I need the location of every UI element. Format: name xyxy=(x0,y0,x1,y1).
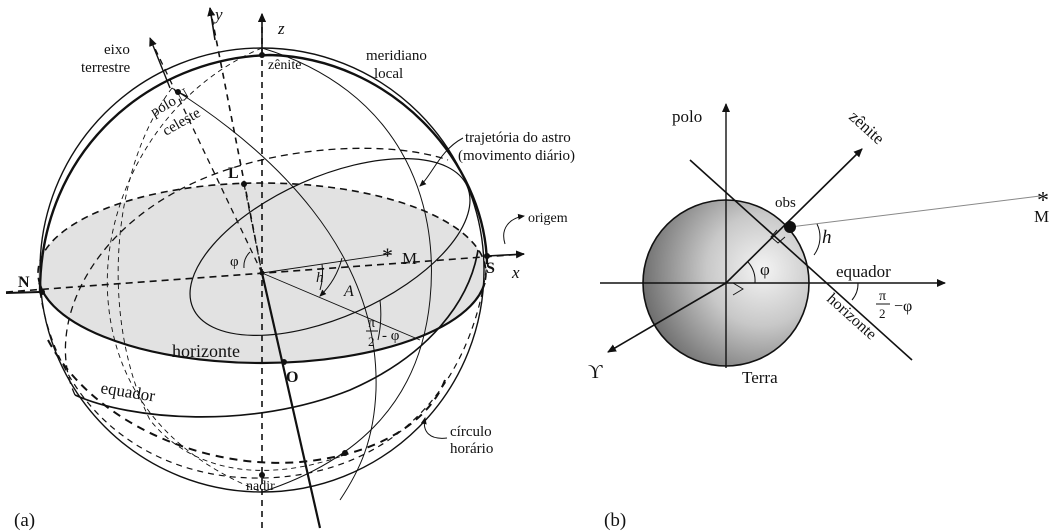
equator-front xyxy=(74,249,479,418)
equador-label-b: equador xyxy=(836,262,891,281)
polo-label: polo xyxy=(672,107,702,126)
h-label-a: h xyxy=(316,270,324,286)
line-to-O-dir xyxy=(261,272,421,341)
A-label: A xyxy=(343,283,354,300)
h-arc-b xyxy=(813,223,821,256)
point-L-label: L xyxy=(228,165,239,182)
y-axis-top xyxy=(207,7,216,41)
panel-a-label: (a) xyxy=(14,510,35,531)
meridian-lower-dashed xyxy=(39,263,488,479)
y-axis-lower xyxy=(260,272,322,529)
point-O-dot xyxy=(281,359,287,365)
x-axis-right xyxy=(486,250,525,259)
minus-phi-label-b: −φ xyxy=(894,298,912,315)
pi-arc-b xyxy=(851,282,859,301)
A-arc xyxy=(319,257,343,297)
circulo-callout xyxy=(420,417,448,439)
meridiano-label-2: local xyxy=(374,66,403,82)
hour-circle-dot xyxy=(342,450,348,456)
pi-label-b: π xyxy=(879,289,886,304)
phi-label-a: φ xyxy=(230,254,239,270)
line-to-M xyxy=(261,253,391,274)
pole-point xyxy=(175,89,181,95)
minus-phi-label-a: - φ xyxy=(382,328,400,344)
meridiano-label-1: meridiano xyxy=(366,48,427,64)
observer-point xyxy=(784,221,796,233)
phi-arc-b xyxy=(747,261,756,284)
two-label-b: 2 xyxy=(879,306,886,321)
circulo-label-1: círculo xyxy=(450,424,492,440)
earth-axis-top xyxy=(149,37,171,89)
axis-x-label: x xyxy=(511,263,520,282)
aries-axis xyxy=(607,282,727,353)
phi-label-b: φ xyxy=(760,260,770,279)
star-symbol-b: * xyxy=(1037,188,1049,214)
lower-arc-dashed xyxy=(47,339,446,464)
x-axis xyxy=(5,253,525,293)
panel-a: * y z x eixo terrestre zênite meridiano … xyxy=(5,5,575,531)
origem-callout xyxy=(503,213,525,245)
vertical-circle-2 xyxy=(106,47,263,493)
two-label-a: 2 xyxy=(368,334,375,349)
zenite-label-b: zênite xyxy=(845,107,888,148)
obs-label: obs xyxy=(775,195,796,211)
zenite-label: zênite xyxy=(268,58,301,73)
center-mark xyxy=(732,282,744,296)
point-O-label: O xyxy=(286,369,298,386)
panel-b: polo zênite obs * M h φ equador π 2 −φ h… xyxy=(588,103,1049,531)
horizonte-label: horizonte xyxy=(172,341,240,361)
point-M-label: M xyxy=(402,249,417,268)
line-from-L xyxy=(243,183,263,274)
origem-label: origem xyxy=(528,211,568,226)
local-meridian xyxy=(38,53,489,293)
hour-circle xyxy=(171,87,377,501)
hour-circle-back xyxy=(117,87,346,471)
x-axis-left xyxy=(5,291,41,294)
M-label-b: M xyxy=(1034,207,1049,226)
axis-z-label: z xyxy=(277,19,285,38)
eixo-terrestre-label-1: eixo xyxy=(104,42,130,58)
trajetoria-label-1: trajetória do astro xyxy=(465,130,571,146)
point-N-label: N xyxy=(18,274,30,291)
pi-label-a: π xyxy=(368,316,375,331)
zenith-point xyxy=(259,52,265,58)
star-M-symbol: * xyxy=(382,243,393,268)
circulo-label-2: horário xyxy=(450,441,493,457)
eixo-terrestre-label-2: terrestre xyxy=(81,60,130,76)
phi-arc-a xyxy=(243,251,251,269)
horizonte-label-b: horizonte xyxy=(823,290,879,343)
equator-back xyxy=(64,147,449,396)
horizon-line xyxy=(689,159,913,361)
nadir-point xyxy=(259,472,265,478)
equador-label: equador xyxy=(99,378,156,405)
h-arc xyxy=(319,263,324,291)
nadir-label: nadir xyxy=(246,479,275,494)
point-N-dot xyxy=(39,289,45,295)
origin-dot xyxy=(259,270,265,276)
pi-arc xyxy=(377,299,382,341)
right-angle-mark xyxy=(770,229,786,244)
point-S-dot xyxy=(484,253,490,259)
trajetoria-callout xyxy=(419,137,464,187)
star-trajectory xyxy=(189,158,471,336)
vertical-circle-1 xyxy=(261,47,432,493)
zenith-line xyxy=(725,148,863,284)
point-L-dot xyxy=(241,181,247,187)
terra-label: Terra xyxy=(742,368,778,387)
h-label-b: h xyxy=(822,227,832,248)
trajetoria-label-2: (movimento diário) xyxy=(458,148,575,164)
aries-label: ϒ xyxy=(588,361,603,383)
point-S-label: S xyxy=(486,260,495,277)
line-to-star xyxy=(789,195,1041,228)
panel-b-label: (b) xyxy=(604,510,626,531)
axis-y-label: y xyxy=(213,5,223,24)
